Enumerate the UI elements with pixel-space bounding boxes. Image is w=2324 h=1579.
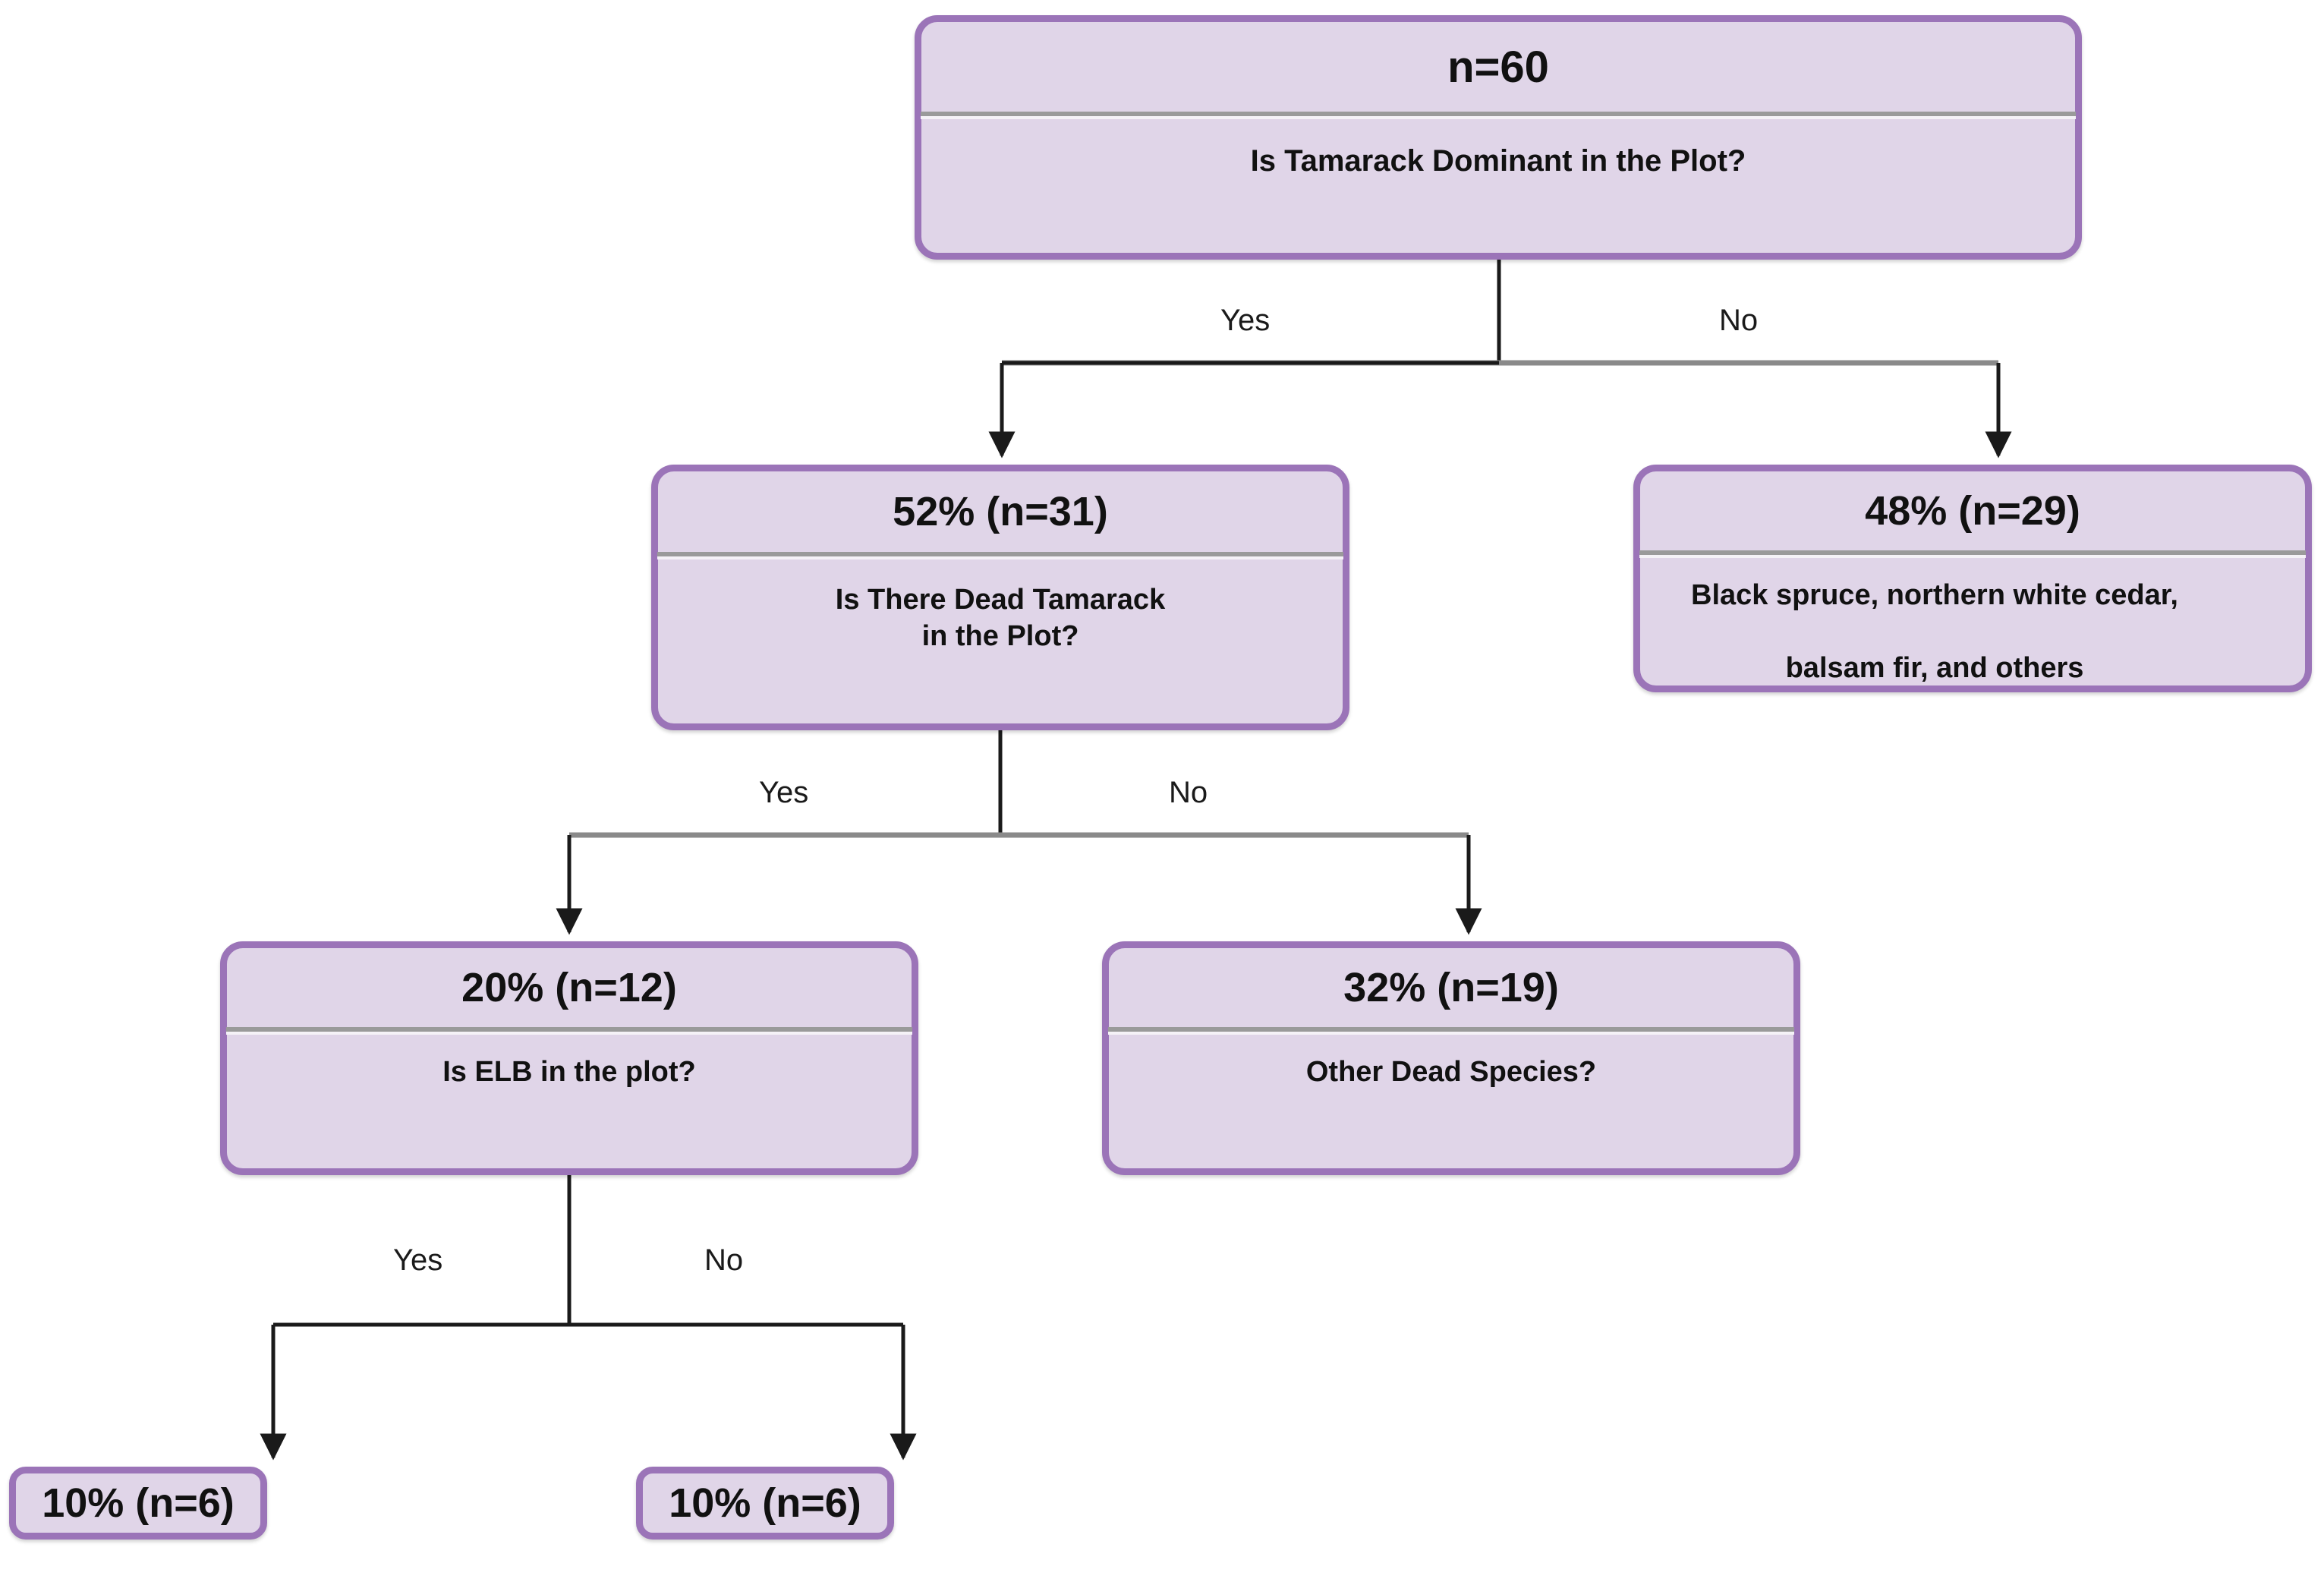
node-yes1-divider bbox=[657, 552, 1343, 559]
node-yes1-header: 52% (n=31) bbox=[893, 489, 1108, 534]
node-other-species[interactable]: 48% (n=29) Black spruce, northern white … bbox=[1633, 465, 2312, 692]
node-yes1-body: Is There Dead Tamarack in the Plot? bbox=[658, 559, 1343, 723]
node-root[interactable]: n=60 Is Tamarack Dominant in the Plot? bbox=[915, 15, 2082, 260]
edge-label-yes1-yes: Yes bbox=[759, 776, 809, 809]
edge-yes1-to-children bbox=[556, 730, 1482, 935]
node-other-dead-species-question[interactable]: 32% (n=19) Other Dead Species? bbox=[1102, 941, 1800, 1175]
node-no1-header: 48% (n=29) bbox=[1865, 488, 2080, 534]
node-no2-divider bbox=[1108, 1027, 1794, 1035]
node-yes1-body-text: Is There Dead Tamarack in the Plot? bbox=[836, 582, 1165, 655]
node-root-divider bbox=[921, 112, 2076, 119]
node-leaf-elb-no[interactable]: 10% (n=6) bbox=[636, 1467, 894, 1540]
node-no2-body-text: Other Dead Species? bbox=[1305, 1056, 1597, 1088]
node-yes2-divider bbox=[226, 1027, 912, 1035]
node-root-header: n=60 bbox=[1447, 42, 1549, 92]
node-elb-question[interactable]: 20% (n=12) Is ELB in the plot? bbox=[220, 941, 918, 1175]
edge-label-root-yes: Yes bbox=[1220, 304, 1271, 337]
node-no1-body-line2: balsam fir, and others bbox=[1785, 651, 2084, 684]
node-yes2-body-text: Is ELB in the plot? bbox=[442, 1056, 696, 1088]
node-yes1-body-line2: in the Plot? bbox=[921, 619, 1079, 652]
node-yes2-header: 20% (n=12) bbox=[461, 965, 677, 1010]
edge-label-root-no: No bbox=[1719, 304, 1759, 337]
edge-yes2-to-leaves bbox=[260, 1175, 917, 1461]
edge-label-yes2-no: No bbox=[704, 1243, 744, 1277]
edge-root-to-children bbox=[988, 260, 2012, 459]
node-root-body: Is Tamarack Dominant in the Plot? bbox=[921, 119, 2075, 253]
node-no1-body-text: Black spruce, northern white cedar, bals… bbox=[1593, 578, 2314, 687]
node-no2-body: Other Dead Species? bbox=[1109, 1035, 1793, 1168]
node-no1-body-line1: Black spruce, northern white cedar, bbox=[1691, 579, 2178, 611]
node-dead-tamarack-question[interactable]: 52% (n=31) Is There Dead Tamarack in the… bbox=[651, 465, 1349, 730]
node-leaf1-header: 10% (n=6) bbox=[42, 1480, 235, 1526]
node-root-body-text: Is Tamarack Dominant in the Plot? bbox=[1250, 144, 1746, 178]
node-no1-body: Black spruce, northern white cedar, bals… bbox=[1640, 558, 2305, 687]
edge-label-yes2-yes: Yes bbox=[393, 1243, 443, 1277]
node-leaf2-header: 10% (n=6) bbox=[669, 1480, 861, 1526]
node-yes1-body-line1: Is There Dead Tamarack bbox=[835, 584, 1166, 616]
node-leaf-elb-yes[interactable]: 10% (n=6) bbox=[9, 1467, 267, 1540]
node-no1-divider bbox=[1639, 550, 2306, 558]
node-no2-header: 32% (n=19) bbox=[1343, 965, 1559, 1010]
node-yes2-body: Is ELB in the plot? bbox=[227, 1035, 912, 1168]
edge-label-yes1-no: No bbox=[1169, 776, 1208, 809]
